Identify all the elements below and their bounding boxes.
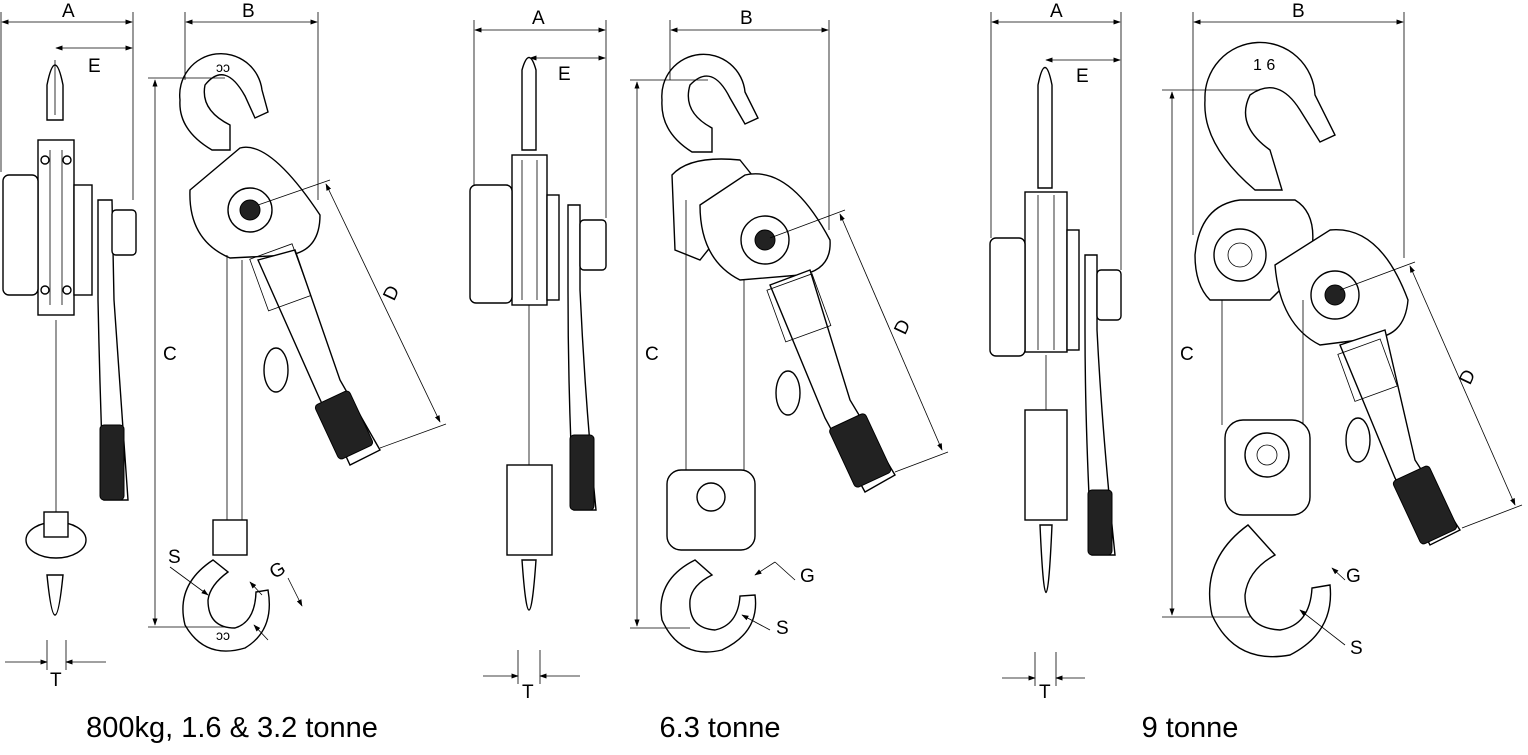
dim-label-a-9t: A — [1050, 1, 1063, 22]
dim-label-d-800kg: D — [380, 283, 405, 304]
caption-9-tonne: 9 tonne — [1141, 712, 1239, 744]
caption-6-3-tonne: 6.3 tonne — [659, 712, 781, 744]
dimensions-9t — [990, 12, 1523, 686]
hoist-6-3t-side-view — [469, 56, 607, 611]
dim-label-g-800kg: G — [266, 558, 289, 584]
dim-label-c-9t: C — [1180, 344, 1194, 365]
hoist-800kg-side-view — [2, 60, 137, 616]
dim-label-b-9t: B — [1292, 1, 1305, 22]
caption-800kg-1-6-3-2-tonne: 800kg, 1.6 & 3.2 tonne — [86, 712, 378, 744]
dim-label-c-6-3t: C — [645, 344, 659, 365]
dim-label-e-800kg: E — [88, 56, 101, 77]
dimensions-800kg — [0, 12, 447, 670]
dim-label-s-9t: S — [1350, 638, 1363, 659]
dim-label-t-800kg: T — [50, 670, 62, 691]
dim-label-t-6-3t: T — [522, 682, 534, 703]
dim-label-s-6-3t: S — [776, 618, 789, 639]
dim-label-a-800kg: A — [62, 1, 75, 22]
dim-label-g-9t: G — [1346, 566, 1361, 587]
dim-label-s-800kg: S — [168, 547, 181, 568]
dimensions-6-3t — [473, 20, 949, 684]
dim-label-d-6-3t: D — [891, 317, 916, 338]
hook-marking-9t: 1 6 — [1253, 57, 1275, 74]
dim-label-e-6-3t: E — [558, 64, 571, 85]
dim-label-a-6-3t: A — [532, 8, 545, 29]
hook-marking-800kg-bottom: ɔɔ — [216, 627, 230, 643]
hook-marking-800kg-top: ɔɔ — [216, 59, 230, 75]
dim-label-e-9t: E — [1076, 66, 1089, 87]
dim-label-c-800kg: C — [163, 344, 177, 365]
hoist-9t-front-view — [1194, 41, 1462, 658]
dim-label-b-6-3t: B — [740, 8, 753, 29]
hoist-9t-side-view — [989, 66, 1122, 594]
dim-label-g-6-3t: G — [800, 566, 815, 587]
dim-label-t-9t: T — [1039, 682, 1051, 703]
dim-label-b-800kg: B — [242, 1, 255, 22]
hoist-6-3t-front-view — [660, 53, 896, 653]
dim-label-d-9t: D — [1456, 367, 1481, 388]
